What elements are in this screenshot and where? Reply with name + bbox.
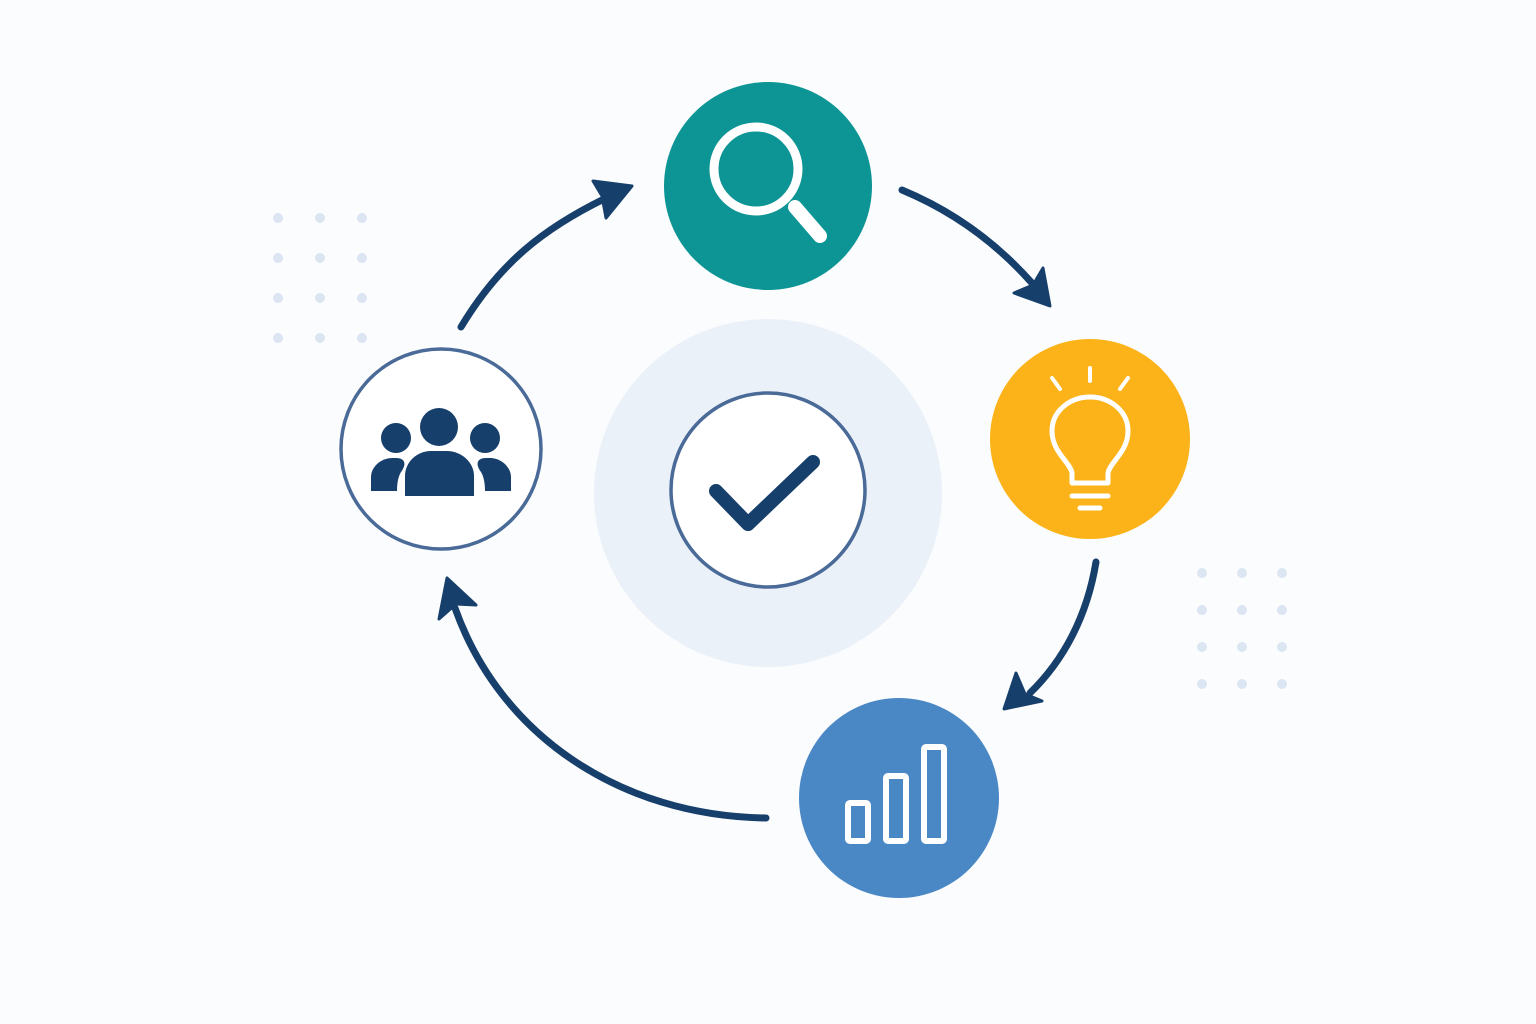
decorative-dot (1237, 605, 1247, 615)
decorative-dot (1197, 568, 1207, 578)
decorative-dot (1197, 642, 1207, 652)
users-icon (371, 408, 511, 496)
arrow-people-to-search (457, 179, 634, 331)
decorative-dot (315, 253, 325, 263)
search-node-circle (664, 82, 872, 290)
decorative-dot (273, 253, 283, 263)
decorative-dot (273, 293, 283, 303)
decorative-dot (315, 333, 325, 343)
center-ring (669, 391, 867, 589)
node-idea (990, 339, 1190, 539)
bar-chart-icon (845, 744, 947, 844)
decorative-dot (315, 213, 325, 223)
decorative-dot (357, 333, 367, 343)
idea-node-circle (990, 339, 1190, 539)
magnifier-icon (709, 122, 827, 243)
chart-node-circle (799, 698, 999, 898)
decorative-dot (357, 213, 367, 223)
decorative-dot (1197, 605, 1207, 615)
node-people (339, 347, 543, 551)
arrow-idea-to-chart (1002, 558, 1100, 711)
center-node (594, 319, 942, 667)
decorative-dot-grid-left (273, 213, 367, 343)
decorative-dot-grid-right (1197, 568, 1287, 689)
node-search (664, 82, 872, 290)
decorative-dot (357, 253, 367, 263)
cycle-arrows (437, 179, 1100, 822)
decorative-dot (1277, 642, 1287, 652)
decorative-dot (1237, 642, 1247, 652)
arrow-chart-to-people (437, 576, 770, 822)
arrow-search-to-idea (898, 186, 1052, 308)
lightbulb-icon (1049, 366, 1131, 511)
decorative-dot (273, 213, 283, 223)
decorative-dot (1237, 679, 1247, 689)
decorative-dot (273, 333, 283, 343)
decorative-dot (315, 293, 325, 303)
decorative-dot (1197, 679, 1207, 689)
decorative-dot (1237, 568, 1247, 578)
decorative-dot (1277, 679, 1287, 689)
decorative-dot (357, 293, 367, 303)
node-chart (799, 698, 999, 898)
check-icon (709, 455, 820, 531)
people-node-circle (339, 347, 543, 551)
decorative-dot (1277, 605, 1287, 615)
decorative-dot (1277, 568, 1287, 578)
